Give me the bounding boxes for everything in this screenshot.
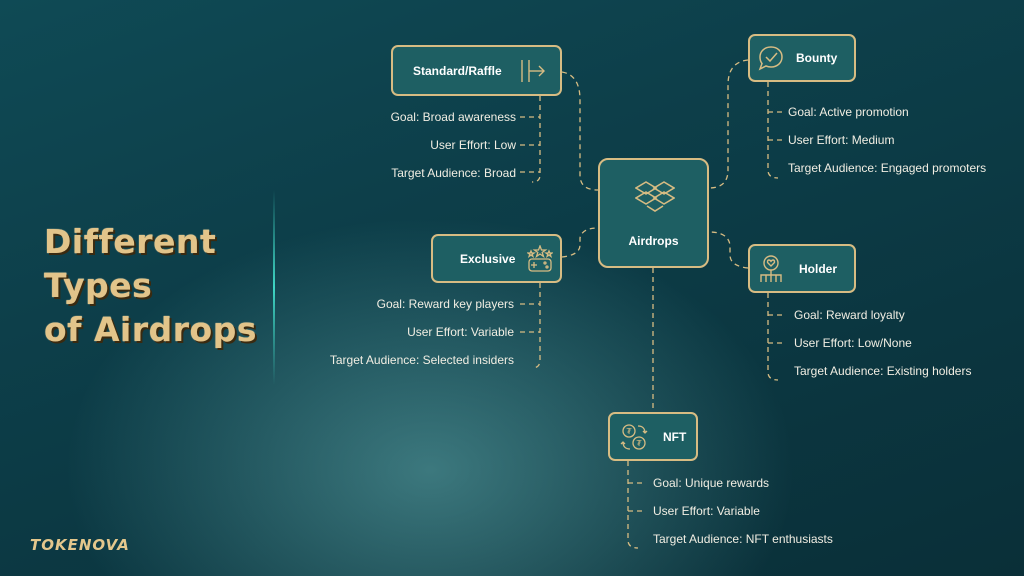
page-title: Different Types of Airdrops [44, 220, 274, 352]
connector-nft-details [627, 461, 639, 549]
coin-exchange-icon: ₮ ₮ [620, 422, 648, 452]
connector-standard-details [531, 96, 541, 183]
bounty-goal: Goal: Active promotion [788, 105, 909, 119]
connector-holder-details [767, 293, 779, 381]
nft-box: ₮ ₮ NFT [608, 412, 698, 461]
holder-audience: Target Audience: Existing holders [794, 364, 972, 378]
title-line-1: Different [44, 222, 217, 261]
connector-standard-hub [561, 71, 599, 191]
brand-logo: TOKENOVA [30, 536, 130, 554]
svg-text:₮: ₮ [636, 439, 642, 448]
dropbox-boxes-icon [634, 176, 676, 221]
svg-text:₮: ₮ [626, 427, 632, 436]
connector-holder-hub [708, 231, 749, 269]
exclusive-effort: User Effort: Variable [407, 325, 514, 339]
bounty-audience: Target Audience: Engaged promoters [788, 161, 987, 175]
connector-exclusive-details [531, 283, 541, 369]
nft-effort: User Effort: Variable [653, 504, 760, 518]
nft-label: NFT [663, 429, 687, 444]
title-line-2: Types [44, 266, 153, 305]
holder-goal: Goal: Reward loyalty [794, 308, 905, 322]
nft-audience: Target Audience: NFT enthusiasts [653, 532, 833, 546]
chat-check-icon [757, 44, 785, 72]
connector-exclusive-hub [561, 227, 599, 258]
holder-effort: User Effort: Low/None [794, 336, 912, 350]
exclusive-box: Exclusive [431, 234, 562, 283]
connector-bounty-details [767, 82, 779, 179]
standard-raffle-label: Standard/Raffle [413, 63, 502, 78]
standard-audience: Target Audience: Broad [391, 166, 516, 180]
arrow-split-icon [518, 58, 548, 84]
heart-person-icon [757, 254, 785, 284]
connector-bounty-hub [708, 59, 749, 189]
standard-raffle-box: Standard/Raffle [391, 45, 562, 96]
airdrops-hub: Airdrops [598, 158, 709, 268]
title-line-3: of Airdrops [44, 310, 257, 349]
bounty-box: Bounty [748, 34, 856, 82]
exclusive-label: Exclusive [460, 251, 516, 266]
standard-goal: Goal: Broad awareness [390, 110, 516, 124]
holder-box: Holder [748, 244, 856, 293]
stars-gamepad-icon [527, 244, 554, 273]
holder-label: Holder [799, 261, 838, 276]
bounty-effort: User Effort: Medium [788, 133, 895, 147]
title-divider [273, 190, 275, 385]
bounty-label: Bounty [796, 51, 838, 65]
nft-goal: Goal: Unique rewards [653, 476, 770, 490]
hub-label: Airdrops [628, 234, 679, 248]
exclusive-goal: Goal: Reward key players [376, 297, 514, 311]
exclusive-audience: Target Audience: Selected insiders [329, 353, 514, 367]
standard-effort: User Effort: Low [430, 138, 516, 152]
